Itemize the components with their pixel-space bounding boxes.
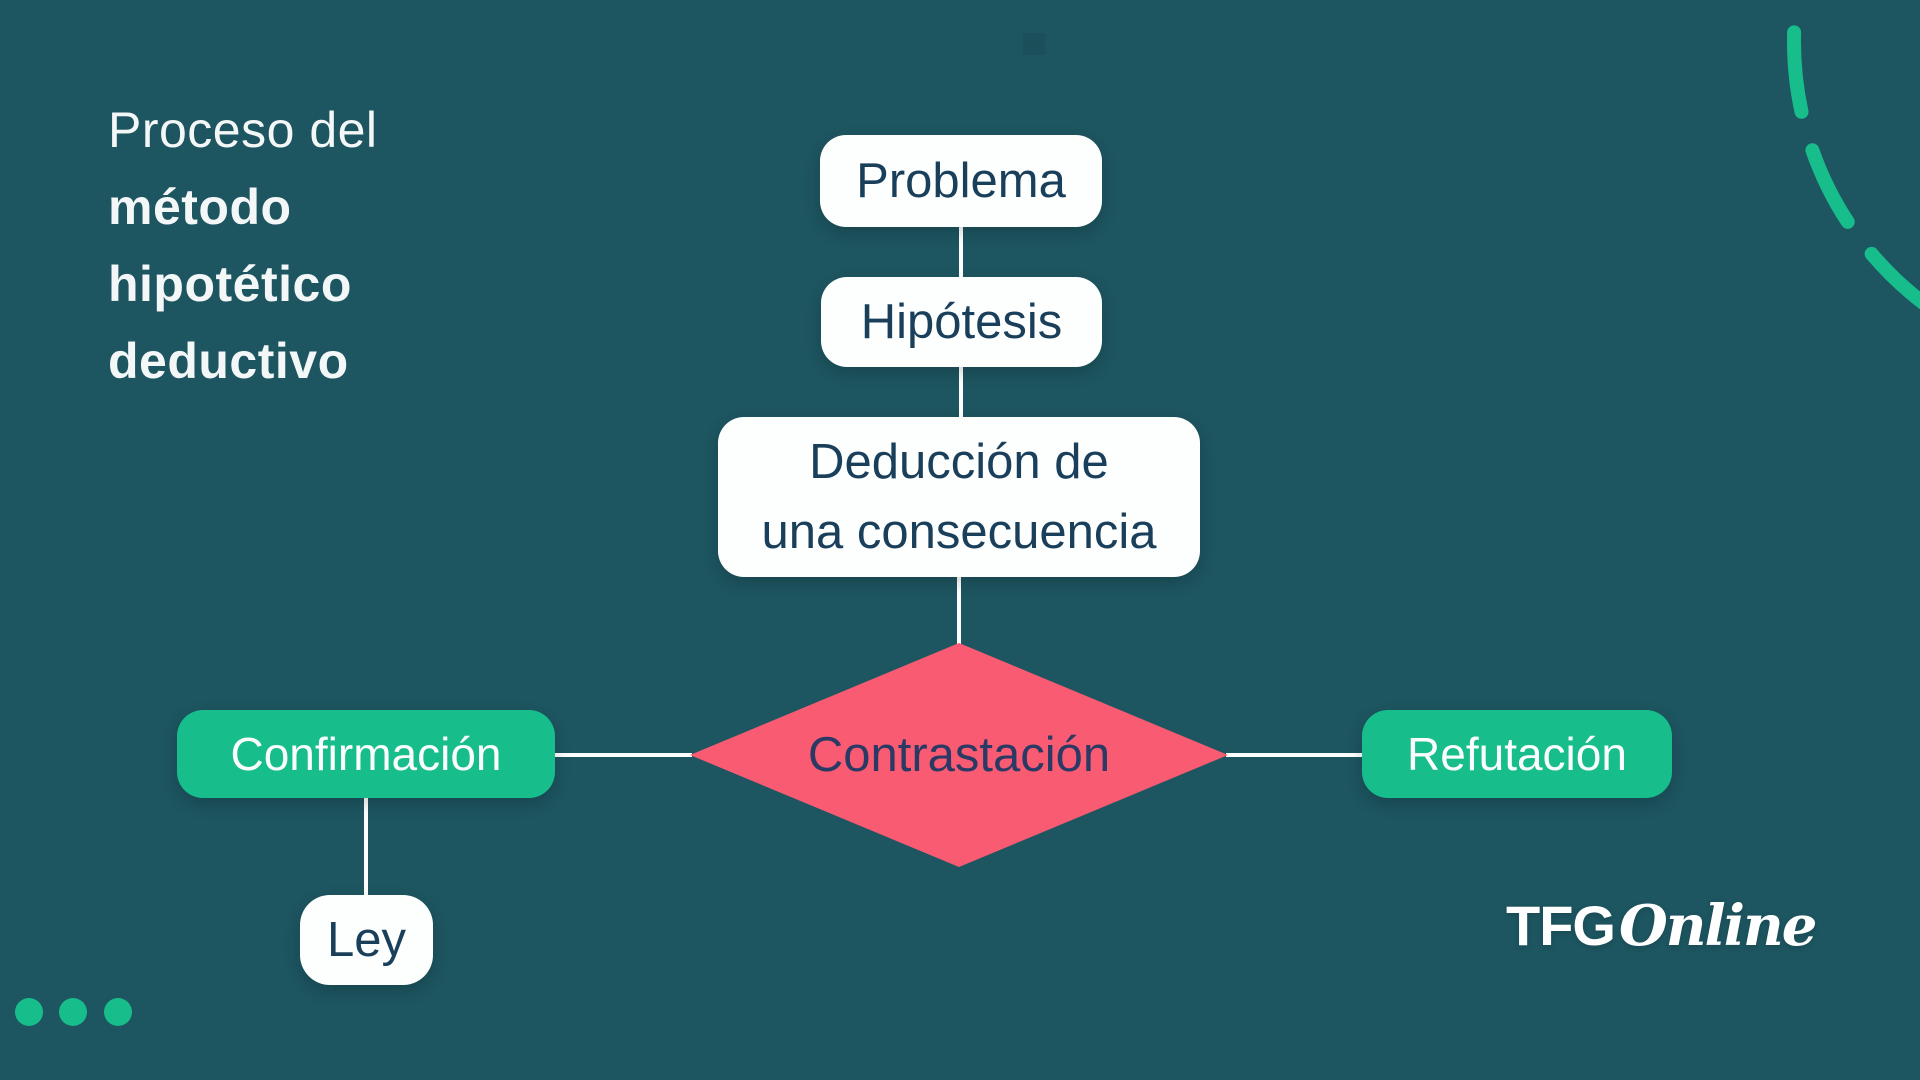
logo-tfg-text: TFG [1506, 894, 1616, 957]
title-line-4: deductivo [108, 333, 349, 389]
title-line-3: hipotético [108, 256, 352, 312]
node-hipotesis: Hipótesis [821, 277, 1102, 367]
node-deduccion: Deducción de una consecuencia [718, 417, 1200, 577]
logo-online-text: Online [1618, 893, 1817, 959]
node-deduccion-line-2: una consecuencia [761, 505, 1157, 559]
node-deduccion-label: Deducción de una consecuencia [761, 427, 1156, 567]
faint-watermark-square [1023, 33, 1045, 55]
node-refutacion-label: Refutación [1407, 728, 1627, 780]
brand-logo: TFG Online [1506, 893, 1817, 973]
node-confirmacion-label: Confirmación [230, 728, 502, 780]
node-problema: Problema [820, 135, 1102, 227]
decorative-dot-3 [104, 998, 132, 1026]
node-ley: Ley [300, 895, 433, 985]
node-confirmacion: Confirmación [177, 710, 555, 798]
decorative-dot-2 [59, 998, 87, 1026]
dashed-circle-arc [1787, 0, 1920, 310]
node-contrastacion-label: Contrastación [807, 728, 1111, 782]
page-title: Proceso del método hipotético deductivo [108, 92, 378, 400]
node-refutacion: Refutación [1362, 710, 1672, 798]
decorative-dot-1 [15, 998, 43, 1026]
title-line-2: método [108, 179, 292, 235]
node-contrastacion-label-wrap: Contrastación [709, 723, 1209, 787]
node-problema-label: Problema [856, 154, 1066, 208]
node-hipotesis-label: Hipótesis [860, 295, 1063, 349]
title-line-1: Proceso del [108, 102, 378, 158]
node-ley-label: Ley [326, 913, 406, 967]
node-deduccion-line-1: Deducción de [809, 435, 1109, 489]
